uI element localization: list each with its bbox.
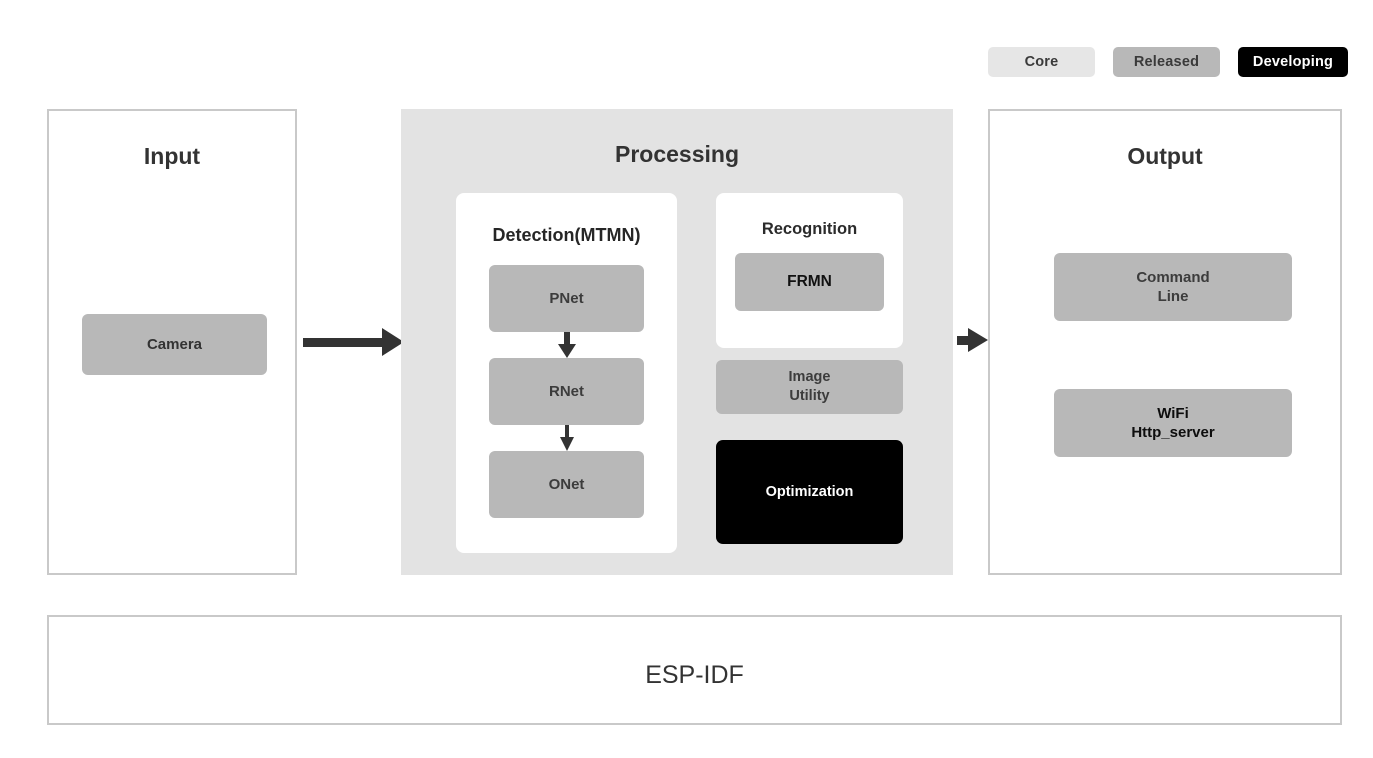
esp-idf-label: ESP-IDF — [645, 661, 744, 689]
panel-esp-idf: ESP-IDF — [47, 615, 1342, 725]
panel-output-title: Output — [1127, 143, 1203, 169]
arrow-shaft — [303, 337, 383, 347]
panel-processing: Processing Detection(MTMN) PNet RNet ONe… — [401, 109, 953, 575]
legend-chip-core-label: Core — [1024, 54, 1059, 70]
card-recognition-title: Recognition — [761, 220, 858, 238]
box-onet: ONet — [489, 451, 644, 518]
legend: Core Released Developing — [988, 47, 1348, 77]
legend-chip-released: Released — [1113, 47, 1220, 77]
arrow-processing-to-output-icon — [957, 328, 988, 352]
arrow-rnet-to-onet-icon — [456, 425, 677, 451]
panel-output: Output Command Line WiFi Http_server — [988, 109, 1342, 575]
box-wifi-http-server: WiFi Http_server — [1054, 389, 1292, 457]
legend-chip-core: Core — [988, 47, 1095, 77]
box-rnet: RNet — [489, 358, 644, 425]
arrow-pnet-to-rnet-icon — [456, 332, 677, 358]
arrow-head — [382, 328, 404, 356]
box-command-line: Command Line — [1054, 253, 1292, 321]
arrow-head — [559, 437, 574, 451]
arrow-shaft — [564, 425, 569, 437]
box-pnet: PNet — [489, 265, 644, 332]
arrow-shaft — [957, 335, 969, 345]
legend-chip-developing: Developing — [1238, 47, 1348, 77]
legend-chip-released-label: Released — [1133, 54, 1200, 70]
panel-processing-title: Processing — [615, 141, 739, 167]
box-optimization: Optimization — [716, 440, 903, 544]
card-detection: Detection(MTMN) PNet RNet ONet — [456, 193, 677, 553]
card-recognition: Recognition FRMN — [716, 193, 903, 348]
arrow-shaft — [563, 332, 570, 344]
arrow-input-to-processing-icon — [303, 328, 404, 356]
arrow-head — [968, 328, 988, 352]
card-detection-title: Detection(MTMN) — [492, 225, 641, 245]
legend-chip-developing-label: Developing — [1252, 54, 1334, 70]
panel-input-title: Input — [143, 143, 201, 169]
panel-input: Input Camera — [47, 109, 297, 575]
box-frmn: FRMN — [735, 253, 884, 311]
arrow-head — [557, 344, 576, 358]
box-camera: Camera — [82, 314, 267, 375]
box-image-utility: Image Utility — [716, 360, 903, 414]
